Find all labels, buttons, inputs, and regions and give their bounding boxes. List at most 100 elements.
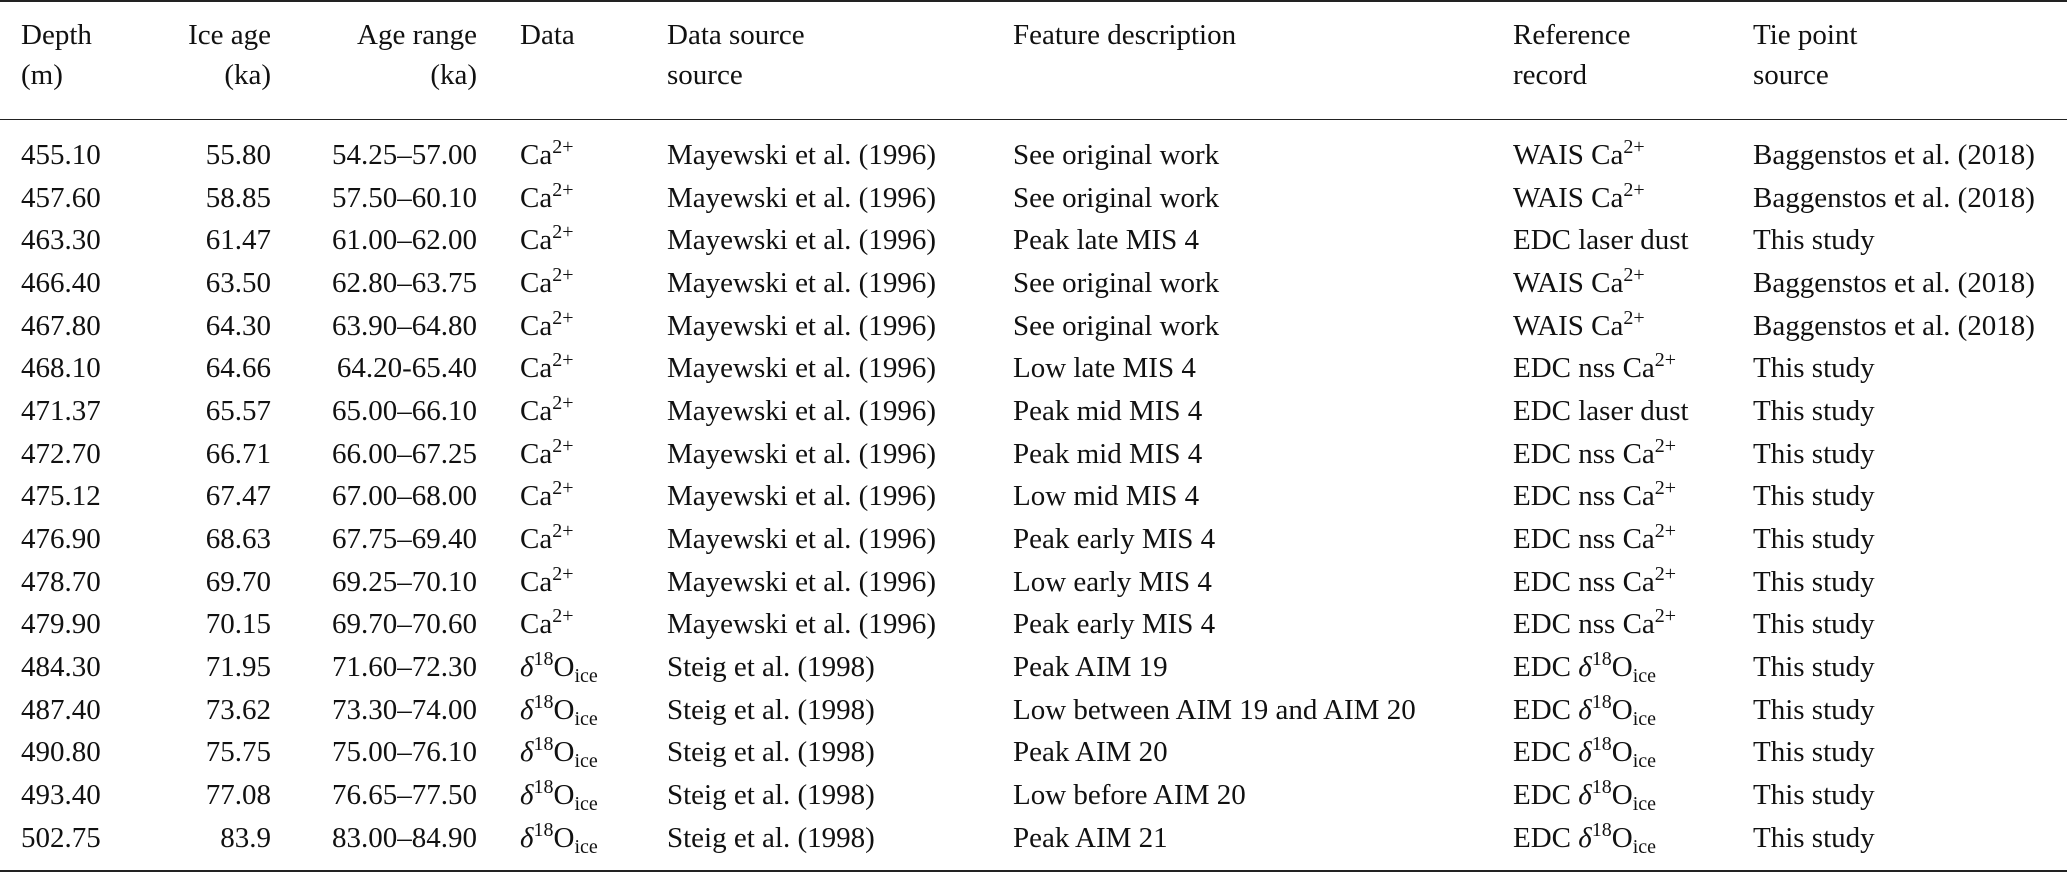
cell-reference-record: WAIS Ca2+ (1513, 263, 1645, 299)
cell-depth: 484.30 (21, 651, 101, 684)
cell-feature-description: See original work (1013, 309, 1220, 342)
cell-reference-record: EDC nss Ca2+ (1513, 605, 1677, 641)
cell-tie-point-source: This study (1753, 821, 1875, 854)
cell-reference-record: EDC nss Ca2+ (1513, 520, 1677, 556)
table-row: 457.60 58.85 57.50–60.10 Ca2+ Mayewski et al… (0, 177, 2067, 220)
cell-reference-record: EDC nss Ca2+ (1513, 477, 1677, 513)
cell-feature-description: Peak late MIS 4 (1013, 224, 1200, 257)
cell-ice-age: 64.30 (205, 309, 271, 342)
cell-depth: 476.90 (21, 523, 101, 556)
cell-ice-age: 70.15 (205, 608, 271, 641)
cell-depth: 463.30 (21, 224, 101, 257)
cell-data: δ18Oice (520, 690, 598, 730)
cell-reference-record: WAIS Ca2+ (1513, 178, 1645, 214)
cell-feature-description: Peak AIM 19 (1013, 651, 1168, 684)
cell-tie-point-source: This study (1753, 651, 1875, 684)
cell-depth: 475.12 (21, 480, 101, 513)
cell-feature-description: See original work (1013, 266, 1220, 299)
cell-feature-description: Peak AIM 21 (1013, 821, 1168, 854)
cell-depth: 472.70 (21, 437, 101, 470)
cell-data: Ca2+ (520, 562, 574, 598)
cell-ice-age: 65.57 (205, 394, 271, 427)
cell-data-source: Mayewski et al. (1996) (667, 181, 936, 214)
cell-age-range: 83.00–84.90 (332, 821, 477, 854)
cell-reference-record: EDC laser dust (1513, 394, 1689, 427)
cell-tie-point-source: This study (1753, 565, 1875, 598)
cell-reference-record: EDC δ18Oice (1513, 818, 1656, 858)
cell-age-range: 65.00–66.10 (332, 394, 477, 427)
cell-feature-description: Peak mid MIS 4 (1013, 437, 1203, 470)
cell-age-range: 75.00–76.10 (332, 736, 477, 769)
cell-data: Ca2+ (520, 477, 574, 513)
cell-ice-age: 68.63 (205, 523, 271, 556)
cell-data: Ca2+ (520, 349, 574, 385)
header-depth: Depth(m) (21, 19, 92, 91)
cell-depth: 471.37 (21, 394, 101, 427)
cell-age-range: 67.00–68.00 (332, 480, 477, 513)
cell-feature-description: Low before AIM 20 (1013, 779, 1246, 812)
cell-age-range: 71.60–72.30 (332, 651, 477, 684)
cell-ice-age: 58.85 (205, 181, 271, 214)
cell-feature-description: Peak mid MIS 4 (1013, 394, 1203, 427)
cell-data-source: Steig et al. (1998) (667, 693, 875, 726)
cell-ice-age: 75.75 (205, 736, 271, 769)
table-row: 467.80 64.30 63.90–64.80 Ca2+ Mayewski et al… (0, 305, 2067, 348)
cell-depth: 468.10 (21, 352, 101, 385)
cell-depth: 478.70 (21, 565, 101, 598)
cell-ice-age: 69.70 (205, 565, 271, 598)
cell-reference-record: EDC δ18Oice (1513, 648, 1656, 688)
cell-data-source: Mayewski et al. (1996) (667, 266, 936, 299)
cell-reference-record: WAIS Ca2+ (1513, 306, 1645, 342)
cell-depth: 457.60 (21, 181, 101, 214)
cell-age-range: 54.25–57.00 (332, 138, 477, 171)
cell-data-source: Mayewski et al. (1996) (667, 138, 936, 171)
cell-tie-point-source: Baggenstos et al. (2018) (1753, 138, 2035, 171)
cell-depth: 466.40 (21, 266, 101, 299)
cell-age-range: 64.20-65.40 (336, 352, 477, 385)
cell-feature-description: Peak early MIS 4 (1013, 523, 1216, 556)
cell-data: Ca2+ (520, 178, 574, 214)
cell-age-range: 76.65–77.50 (332, 779, 477, 812)
cell-data-source: Mayewski et al. (1996) (667, 437, 936, 470)
cell-ice-age: 63.50 (205, 266, 271, 299)
cell-tie-point-source: This study (1753, 608, 1875, 641)
header-row: Depth(m) Ice age(ka) Age range(ka) Data … (0, 1, 2067, 120)
cell-depth: 467.80 (21, 309, 101, 342)
cell-data-source: Mayewski et al. (1996) (667, 309, 936, 342)
cell-ice-age: 55.80 (205, 138, 271, 171)
cell-reference-record: EDC δ18Oice (1513, 690, 1656, 730)
cell-tie-point-source: This study (1753, 352, 1875, 385)
cell-data-source: Steig et al. (1998) (667, 651, 875, 684)
cell-tie-point-source: This study (1753, 693, 1875, 726)
cell-age-range: 63.90–64.80 (332, 309, 477, 342)
cell-ice-age: 71.95 (205, 651, 271, 684)
cell-feature-description: Low mid MIS 4 (1013, 480, 1200, 513)
cell-data: δ18Oice (520, 776, 598, 816)
cell-depth: 502.75 (21, 821, 101, 854)
cell-data-source: Steig et al. (1998) (667, 779, 875, 812)
cell-data: Ca2+ (520, 306, 574, 342)
cell-reference-record: EDC nss Ca2+ (1513, 349, 1677, 385)
cell-depth: 490.80 (21, 736, 101, 769)
cell-age-range: 69.25–70.10 (332, 565, 477, 598)
cell-age-range: 57.50–60.10 (332, 181, 477, 214)
cell-data-source: Mayewski et al. (1996) (667, 224, 936, 257)
cell-ice-age: 77.08 (205, 779, 271, 812)
cell-data: δ18Oice (520, 818, 598, 858)
cell-depth: 455.10 (21, 138, 101, 171)
cell-data-source: Steig et al. (1998) (667, 821, 875, 854)
cell-feature-description: Low late MIS 4 (1013, 352, 1196, 385)
cell-data: Ca2+ (520, 263, 574, 299)
